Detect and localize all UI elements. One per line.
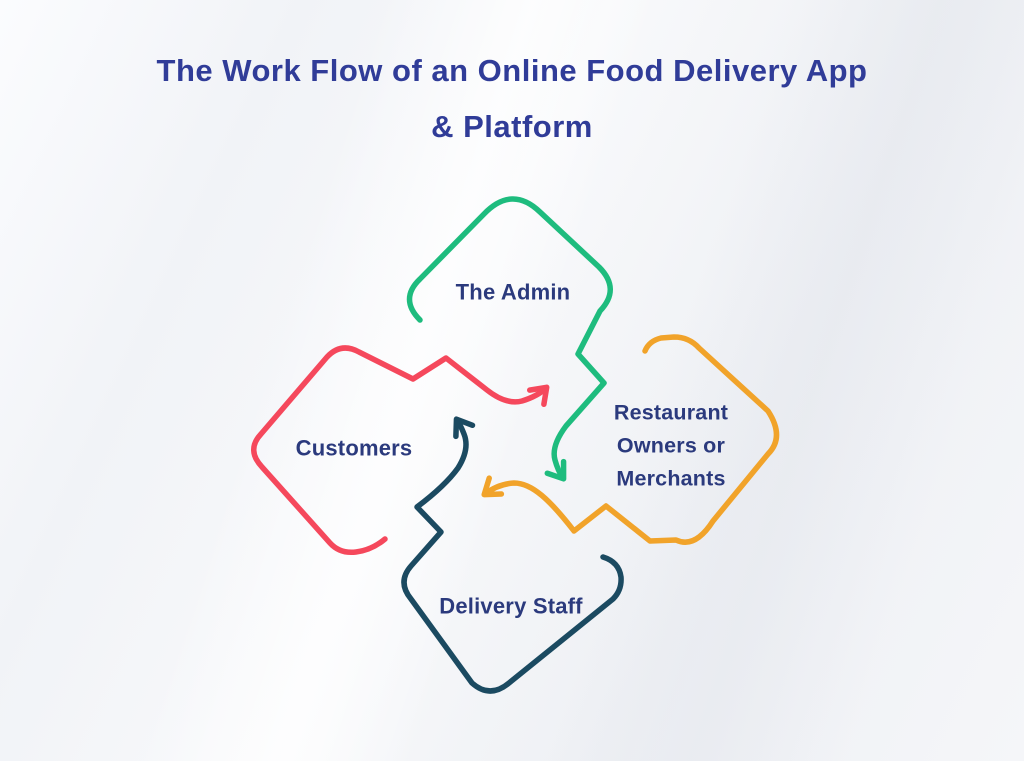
- node-label-merchants: Restaurant Owners or Merchants: [614, 397, 728, 496]
- page-title-line1: The Work Flow of an Online Food Delivery…: [156, 53, 868, 88]
- node-customers-outline-and-arrow: [251, 345, 550, 556]
- node-label-delivery-staff: Delivery Staff: [439, 593, 583, 619]
- node-label-admin: The Admin: [455, 279, 571, 305]
- node-label-merchants-line3: Merchants: [616, 466, 726, 491]
- node-delivery-outline-and-arrow: [401, 416, 624, 694]
- node-label-merchants-line2: Owners or: [616, 433, 726, 458]
- node-merchants-outline-and-arrow: [481, 334, 780, 545]
- page-title-line2: & Platform: [431, 109, 593, 144]
- node-admin-outline-and-arrow: [406, 196, 613, 482]
- node-label-merchants-line1: Restaurant: [613, 400, 729, 425]
- node-label-customers: Customers: [295, 435, 413, 461]
